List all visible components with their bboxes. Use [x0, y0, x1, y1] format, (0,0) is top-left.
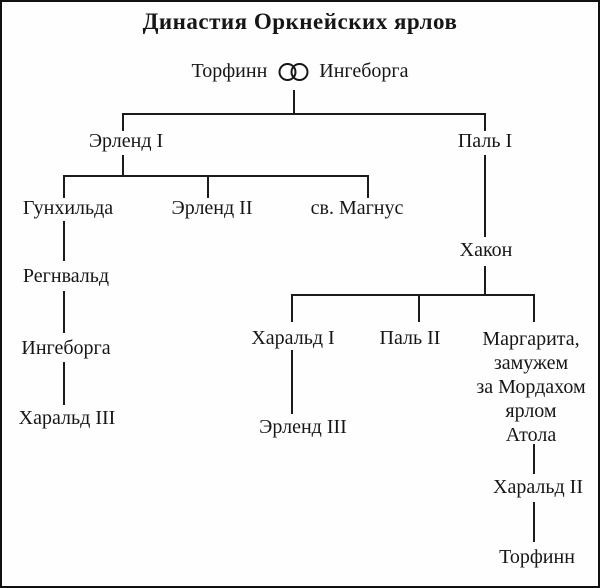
connector-pal-ii-drop: [418, 294, 420, 322]
connector-atola-harald-ii: [533, 444, 535, 474]
connector-margarita-drop: [533, 294, 535, 322]
connector-couple-drop: [293, 90, 295, 114]
margarita-line-5: Атола: [505, 424, 557, 446]
margarita-line-1: Маргарита,: [482, 328, 580, 350]
node-erlend-iii: Эрленд III: [259, 416, 347, 438]
node-pal-ii: Паль II: [379, 327, 441, 349]
node-erlend-i: Эрленд I: [88, 130, 164, 152]
node-gunhilda: Гунхильда: [22, 197, 114, 219]
connector-erlend-ii-drop: [207, 175, 209, 198]
connector-st-magnus-drop: [367, 175, 369, 198]
connector-ingeborga-harald3: [63, 362, 65, 405]
connector-gen2-bar: [122, 113, 486, 115]
couple-wife: Ингеборга: [319, 60, 409, 82]
node-harald-i: Харальд I: [251, 327, 335, 349]
connector-erlend-i-down: [122, 155, 124, 176]
connector-harald-i-erlend-iii: [291, 350, 293, 414]
node-ingeborga: Ингеборга: [21, 337, 111, 359]
margarita-line-2: замужем: [493, 352, 569, 374]
connector-hakon-down: [484, 266, 486, 296]
node-erlend-ii: Эрленд II: [171, 197, 253, 219]
connector-pal-i-drop: [484, 113, 486, 131]
node-margarita: Маргарита, замужем за Мордахом ярлом Ато…: [456, 327, 600, 447]
connector-gen3-bar: [63, 175, 369, 177]
connector-gunhilda-regnvald: [63, 221, 65, 261]
node-regnvald: Регнвальд: [22, 265, 110, 287]
margarita-line-4: ярлом: [505, 400, 557, 422]
connector-hakon-children-bar: [291, 294, 535, 296]
node-hakon: Хакон: [459, 239, 513, 261]
ring-right: [290, 62, 309, 81]
node-st-magnus: св. Магнус: [310, 197, 404, 219]
node-harald-iii: Харальд III: [18, 407, 116, 429]
connector-pal-i-hakon: [484, 155, 486, 237]
node-pal-i: Паль I: [457, 130, 513, 152]
connector-harald-i-drop: [291, 294, 293, 322]
connector-erlend-i-drop: [122, 113, 124, 131]
connector-regnvald-ingeborga: [63, 291, 65, 333]
marriage-rings-icon: [278, 62, 309, 81]
root-couple: Торфинн Ингеборга: [192, 60, 409, 83]
couple-husband: Торфинн: [191, 60, 268, 82]
margarita-line-3: за Мордахом: [476, 376, 586, 398]
connector-gunhilda-drop: [63, 175, 65, 198]
node-torfinn-jr: Торфинн: [499, 546, 575, 568]
page-title: Династия Оркнейских ярлов: [142, 9, 458, 34]
connector-harald-ii-torfinn: [533, 502, 535, 542]
node-harald-ii: Харальд II: [493, 476, 583, 498]
